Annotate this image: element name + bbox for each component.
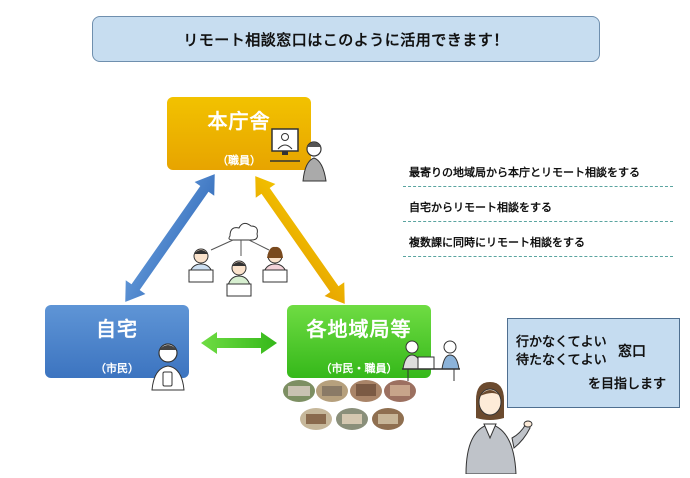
- callout-line1: 行かなくてよい: [516, 335, 607, 350]
- remote-users-illustration: [188, 222, 288, 297]
- consultation-desk-illustration: [402, 340, 460, 381]
- usage-list: 最寄りの地域局から本庁とリモート相談をする 自宅からリモート相談をする 複数課に…: [403, 160, 673, 265]
- title-banner: リモート相談窓口はこのように活用できます！: [92, 16, 600, 62]
- node-chiiki-name: 各地域局等: [306, 317, 412, 341]
- user-center: [226, 260, 252, 297]
- callout-line4: を目指します: [588, 377, 667, 392]
- usage-item: 最寄りの地域局から本庁とリモート相談をする: [403, 160, 673, 187]
- node-honchosha-name: 本庁舎: [207, 109, 271, 133]
- arrow-honchosha-chiiki: [255, 176, 345, 304]
- regional-offices-photos: [283, 380, 416, 430]
- node-jitaku-name: 自宅: [96, 317, 138, 341]
- staff-monitor-illustration: [270, 128, 327, 182]
- arrow-jitaku-chiiki: [201, 332, 277, 354]
- node-honchosha: 本庁舎 （職員）: [167, 97, 311, 170]
- node-chiiki-sub: （市民・職員）: [320, 362, 398, 375]
- user-right: [262, 246, 288, 283]
- callout-line3: 窓口: [618, 344, 646, 360]
- presenter-woman-illustration: [465, 382, 533, 474]
- arrow-honchosha-jitaku: [125, 174, 215, 302]
- goal-callout: 行かなくてよい 待たなくてよい 窓口 を目指します: [507, 318, 680, 408]
- usage-item: 自宅からリモート相談をする: [403, 195, 673, 222]
- usage-item: 複数課に同時にリモート相談をする: [403, 230, 673, 257]
- node-honchosha-sub: （職員）: [217, 154, 261, 167]
- user-left: [188, 248, 214, 283]
- title-text: リモート相談窓口はこのように活用できます！: [183, 30, 509, 49]
- callout-line2: 待たなくてよい: [516, 353, 607, 368]
- node-jitaku: 自宅 （市民）: [45, 305, 189, 378]
- man-smartphone-illustration: [151, 343, 185, 391]
- node-jitaku-sub: （市民）: [95, 362, 139, 375]
